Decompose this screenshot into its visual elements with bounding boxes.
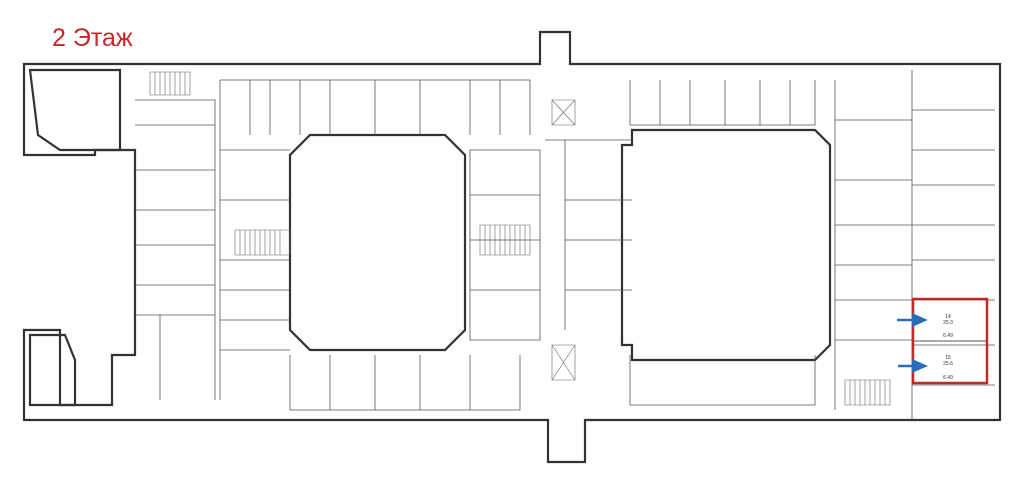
- room-14-width: 6.49: [943, 333, 953, 339]
- outer-walls: [22, 30, 1002, 464]
- room-14-number: 14: [945, 314, 951, 320]
- right-courtyard: [620, 128, 832, 362]
- room-14[interactable]: 14 25.3 6.49: [943, 314, 953, 339]
- arrow-icon: [898, 359, 928, 373]
- staircases: [149, 71, 891, 406]
- floor-title: 2 Этаж: [52, 24, 133, 52]
- left-courtyard: [288, 133, 467, 352]
- room-15-width: 6.49: [943, 375, 953, 381]
- arrow-icon: [897, 313, 928, 327]
- highlighted-rooms: 14 25.3 6.49 15 25.6 6.49: [897, 297, 989, 385]
- room-partitions: [135, 70, 995, 420]
- room-15-number: 15: [945, 355, 951, 361]
- room-14-area: 25.3: [943, 320, 953, 326]
- room-15[interactable]: 15 25.6 6.49: [943, 355, 953, 381]
- room-15-area: 25.6: [943, 361, 953, 367]
